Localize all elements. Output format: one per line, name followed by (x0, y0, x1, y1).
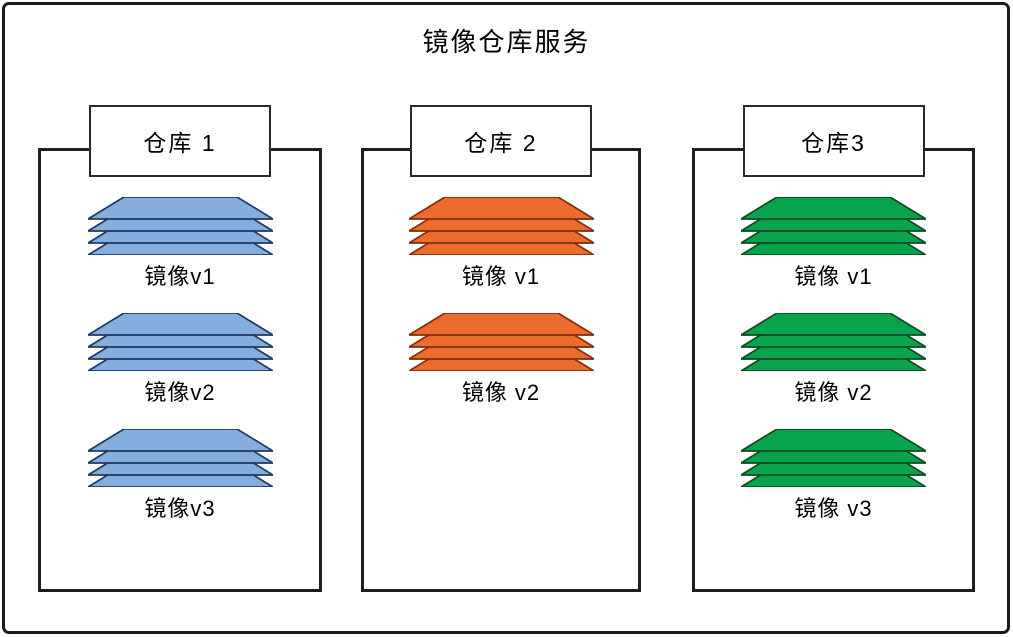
image-version-label: 镜像v1 (144, 264, 216, 289)
image-version-label: 镜像 v2 (794, 380, 873, 405)
repository-group: 镜像v1 镜像v2 镜像v3 仓库 1 (38, 105, 322, 592)
image-layers-icon (741, 313, 926, 371)
repository-group: 镜像 v1 镜像 v2 仓库 2 (361, 105, 641, 592)
image-stack-block: 镜像 v2 (739, 313, 929, 407)
image-stack-block: 镜像 v2 (406, 313, 596, 407)
image-stack-block: 镜像 v1 (739, 197, 929, 291)
image-version-label: 镜像 v2 (461, 380, 541, 405)
image-version-label: 镜像v3 (144, 496, 216, 521)
image-stack-block: 镜像v2 (85, 313, 275, 407)
repository-body: 镜像 v1 镜像 v2 镜像 v3 (692, 148, 975, 592)
repository-body: 镜像 v1 镜像 v2 (361, 148, 641, 592)
image-version-label: 镜像 v1 (794, 264, 873, 289)
repository-label-box: 仓库3 (742, 105, 925, 177)
image-layers-icon (408, 197, 594, 255)
image-stack-block: 镜像v1 (85, 197, 275, 291)
repository-label-box: 仓库 2 (410, 105, 592, 177)
image-version-label: 镜像v2 (144, 380, 216, 405)
image-stack-block: 镜像v3 (85, 429, 275, 523)
repository-group: 镜像 v1 镜像 v2 镜像 v3 仓库3 (692, 105, 975, 592)
repository-name: 仓库 2 (464, 130, 538, 156)
image-stack-block: 镜像 v1 (406, 197, 596, 291)
image-layers-icon (741, 429, 926, 487)
image-stack-block: 镜像 v3 (739, 429, 929, 523)
repository-label-box: 仓库 1 (89, 105, 271, 177)
image-version-label: 镜像 v1 (461, 264, 541, 289)
image-layers-icon (741, 197, 926, 255)
diagram-title: 镜像仓库服务 (422, 27, 591, 57)
image-layers-icon (87, 313, 273, 371)
repository-name: 仓库 1 (143, 130, 217, 156)
image-layers-icon (408, 313, 594, 371)
image-layers-icon (87, 197, 273, 255)
image-version-label: 镜像 v3 (794, 496, 873, 521)
image-layers-icon (87, 429, 273, 487)
repository-name: 仓库3 (801, 130, 866, 156)
repository-body: 镜像v1 镜像v2 镜像v3 (38, 148, 322, 592)
